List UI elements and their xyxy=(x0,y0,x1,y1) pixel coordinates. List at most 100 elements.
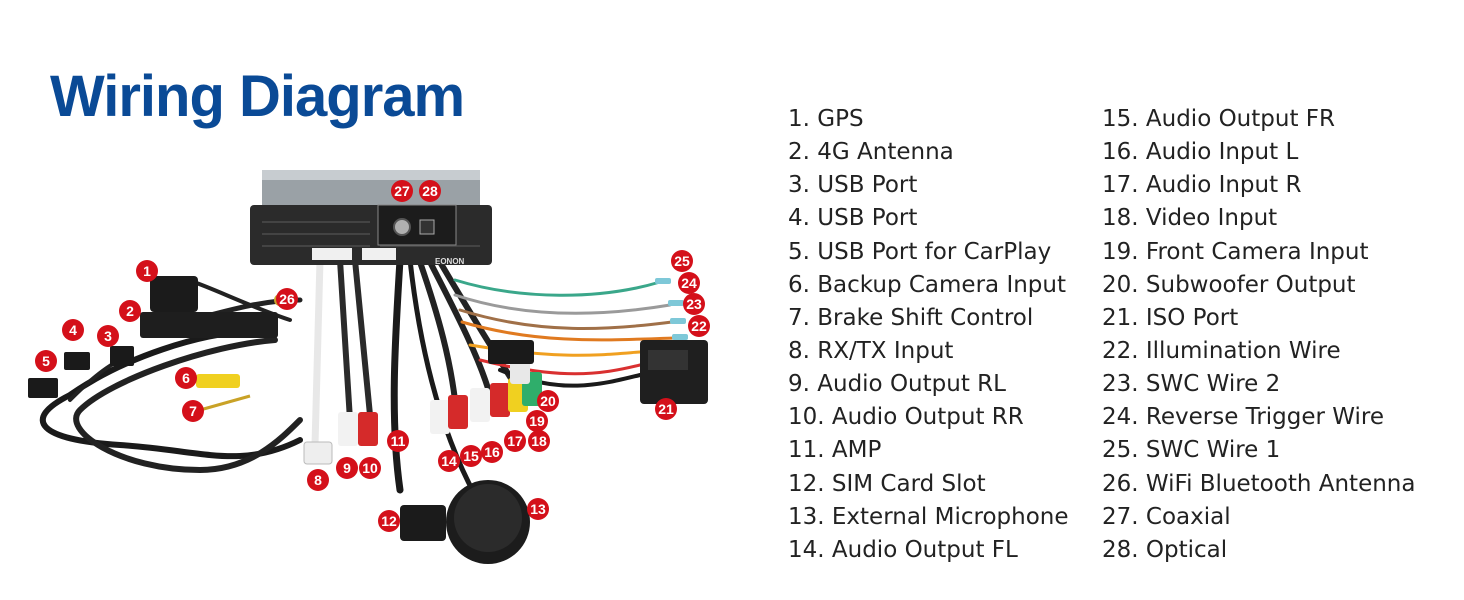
callout-badge-circle xyxy=(136,260,158,282)
legend-item: 18. Video Input xyxy=(1102,205,1278,232)
legend-item: 21. ISO Port xyxy=(1102,304,1239,331)
legend-item: 17. Audio Input R xyxy=(1102,172,1302,199)
legend-item: 11. AMP xyxy=(788,437,882,464)
callout-badge-circle xyxy=(62,319,84,341)
sim-card-slot xyxy=(400,505,446,541)
callout-badge: 20 xyxy=(537,390,559,412)
rca-fl xyxy=(430,400,450,434)
legend-item: 8. RX/TX Input xyxy=(788,337,954,364)
callout-badge-number: 9 xyxy=(343,460,351,476)
rca-rr xyxy=(358,412,378,446)
callout-badge-number: 2 xyxy=(126,303,134,319)
callout-badge-number: 14 xyxy=(441,453,457,469)
callout-badge: 23 xyxy=(683,293,705,315)
callout-badge-number: 26 xyxy=(279,291,295,307)
legend-item: 14. Audio Output FL xyxy=(788,536,1018,563)
wiring-diagram: EONON xyxy=(28,170,710,564)
callout-badge: 5 xyxy=(35,350,57,372)
legend-item: 28. Optical xyxy=(1102,536,1228,563)
callout-badge: 8 xyxy=(307,469,329,491)
callout-badge-circle xyxy=(119,300,141,322)
callout-badge-circle xyxy=(537,390,559,412)
callout-badge-circle xyxy=(35,350,57,372)
backup-camera-rca xyxy=(196,374,240,388)
callout-badge-circle xyxy=(655,398,677,420)
iso-port xyxy=(640,340,708,404)
legend-item: 4. USB Port xyxy=(788,205,918,232)
callout-badge-circle xyxy=(336,457,358,479)
callout-badge-number: 28 xyxy=(422,183,438,199)
usb-port-3 xyxy=(110,346,134,366)
legend-item: 23. SWC Wire 2 xyxy=(1102,371,1281,398)
optical-port xyxy=(419,219,435,235)
callout-badge-circle xyxy=(359,457,381,479)
callout-badge-number: 22 xyxy=(691,318,707,334)
callout-badge-circle xyxy=(391,180,413,202)
callout-badge-number: 12 xyxy=(381,513,397,529)
head-unit: EONON xyxy=(250,170,492,266)
callout-badge-circle xyxy=(678,272,700,294)
callout-badge-circle xyxy=(526,410,548,432)
rca-in-r xyxy=(490,383,510,417)
callout-badge-number: 24 xyxy=(681,275,697,291)
legend-item: 2. 4G Antenna xyxy=(788,139,954,166)
callout-badge-number: 5 xyxy=(42,353,50,369)
callout-badge-number: 19 xyxy=(529,413,545,429)
legend-item: 9. Audio Output RL xyxy=(788,371,1006,398)
callout-badge: 28 xyxy=(419,180,441,202)
callout-badge: 24 xyxy=(678,272,700,294)
callout-badge-circle xyxy=(504,430,526,452)
callout-badge: 1 xyxy=(136,260,158,282)
accessories xyxy=(28,276,708,564)
callout-badge-number: 20 xyxy=(540,393,556,409)
callout-badge-number: 8 xyxy=(314,472,322,488)
callout-badge-number: 3 xyxy=(104,328,112,344)
callout-badge: 7 xyxy=(182,400,204,422)
callout-badge-number: 17 xyxy=(507,433,523,449)
gps-antenna xyxy=(150,276,198,312)
callout-badge-circle xyxy=(528,430,550,452)
callout-badge: 13 xyxy=(527,498,549,520)
legend-item: 20. Subwoofer Output xyxy=(1102,271,1356,298)
callout-badge: 16 xyxy=(481,441,503,463)
callout-badge-circle xyxy=(671,250,693,272)
legend-item: 12. SIM Card Slot xyxy=(788,470,986,497)
callout-badge: 26 xyxy=(276,288,298,310)
legend-item: 16. Audio Input L xyxy=(1102,139,1299,166)
brake-wire xyxy=(199,394,251,412)
legend-item: 6. Backup Camera Input xyxy=(788,271,1066,298)
callout-badge: 27 xyxy=(391,180,413,202)
callout-badge-circle xyxy=(175,367,197,389)
callout-badge: 19 xyxy=(526,410,548,432)
callout-badge-circle xyxy=(438,450,460,472)
legend-item: 27. Coaxial xyxy=(1102,503,1231,530)
callout-badge-number: 23 xyxy=(686,296,702,312)
callout-badge-number: 10 xyxy=(362,460,378,476)
legend-item: 24. Reverse Trigger Wire xyxy=(1102,404,1385,431)
callout-badge: 4 xyxy=(62,319,84,341)
callout-badge-circle xyxy=(683,293,705,315)
callout-badge: 12 xyxy=(378,510,400,532)
usb-port-carplay xyxy=(28,378,58,398)
callout-badge-circle xyxy=(378,510,400,532)
callout-badge-circle xyxy=(460,445,482,467)
legend-item: 25. SWC Wire 1 xyxy=(1102,437,1281,464)
callout-badge-number: 7 xyxy=(189,403,197,419)
rca-in-l xyxy=(470,388,490,422)
callout-badge: 22 xyxy=(688,315,710,337)
callout-badge-number: 6 xyxy=(182,370,190,386)
coaxial-port xyxy=(393,218,411,236)
callout-badge-circle xyxy=(419,180,441,202)
legend-item: 7. Brake Shift Control xyxy=(788,304,1034,331)
callout-badge: 9 xyxy=(336,457,358,479)
callout-badge-circle xyxy=(527,498,549,520)
rca-rl xyxy=(338,412,358,446)
legend-item: 13. External Microphone xyxy=(788,503,1069,530)
callout-badge-number: 1 xyxy=(143,263,151,279)
callout-badge: 25 xyxy=(671,250,693,272)
callout-badge: 15 xyxy=(460,445,482,467)
callout-badge: 2 xyxy=(119,300,141,322)
